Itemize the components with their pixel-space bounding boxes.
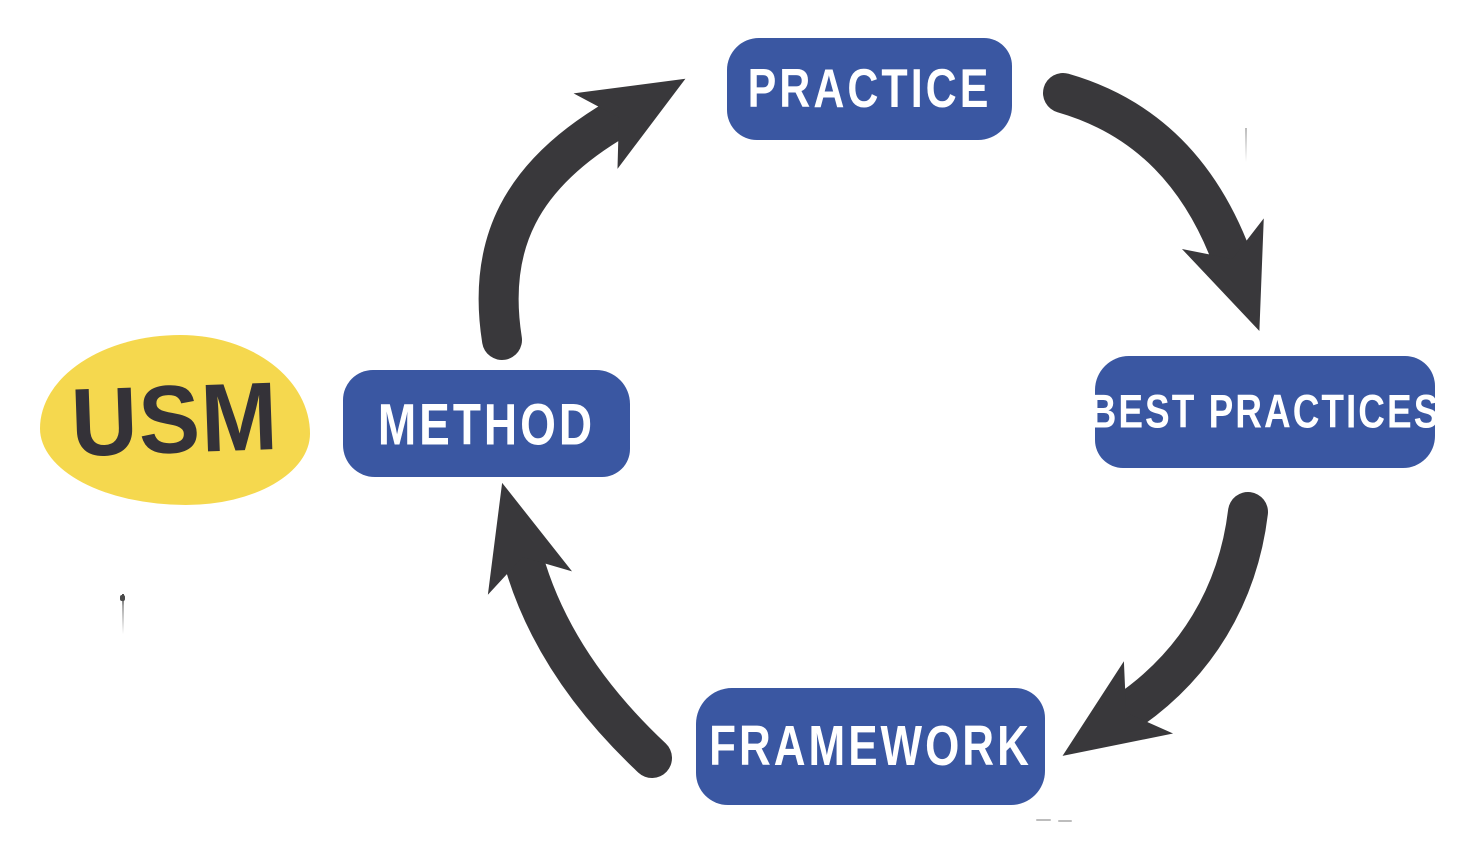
node-framework: FRAMEWORK: [696, 688, 1045, 805]
node-framework-label: FRAMEWORK: [709, 714, 1032, 778]
arrow-framework-to-method: [487, 482, 672, 778]
arrow-method-to-practice: [478, 78, 686, 360]
node-best-practices-label: BEST PRACTICES: [1089, 385, 1441, 438]
node-practice: PRACTICE: [727, 38, 1012, 140]
usm-label: USM: [69, 362, 281, 478]
usm-blob: USM: [40, 335, 310, 505]
node-method: METHOD: [343, 370, 630, 477]
node-practice-label: PRACTICE: [747, 57, 992, 120]
node-best-practices: BEST PRACTICES: [1090, 356, 1438, 468]
arrow-practice-to-best-practices: [1043, 73, 1264, 332]
node-method-label: METHOD: [377, 390, 596, 457]
arrow-best-practices-to-framework: [1062, 492, 1268, 756]
